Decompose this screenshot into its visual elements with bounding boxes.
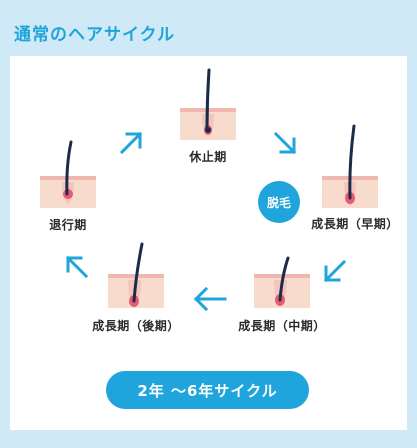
skin-catagen (40, 140, 96, 208)
arrow-up-left-icon (65, 255, 89, 279)
label-telogen: 休止期 (189, 150, 227, 164)
label-anagen-early: 成長期（早期） (311, 217, 399, 231)
skin-anagen-mid (254, 256, 310, 308)
arrow-up-right-icon (119, 131, 143, 155)
label-catagen: 退行期 (49, 218, 87, 232)
skin-anagen-early (322, 124, 378, 208)
cycle-duration-pill: 2年 ～6年サイクル (106, 371, 309, 409)
label-anagen-late: 成長期（後期） (92, 319, 180, 333)
skin-anagen-late (108, 242, 164, 308)
arrow-left-icon (193, 286, 227, 312)
hair-loss-badge: 脱毛 (258, 181, 300, 223)
arrow-down-right-icon (273, 131, 297, 155)
label-anagen-mid: 成長期（中期） (238, 319, 326, 333)
skin-telogen (180, 68, 236, 140)
page-title: 通常のヘアサイクル (14, 25, 176, 45)
arrow-down-left-icon (323, 259, 347, 283)
